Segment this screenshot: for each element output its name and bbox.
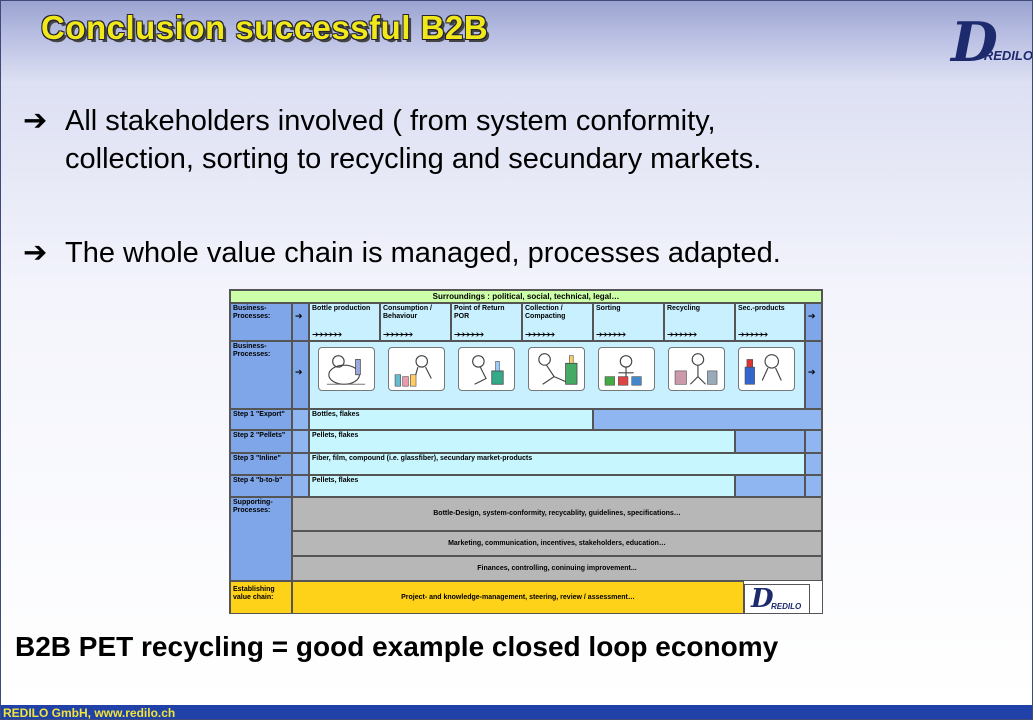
arrow-icon: ➔ xyxy=(295,312,303,322)
redilo-logo-mark: D xyxy=(951,10,998,74)
arrow-column-left: ➔ xyxy=(292,341,309,409)
value-chain-diagram: Surroundings : political, social, techni… xyxy=(229,289,823,614)
bottle-production-illustration-icon xyxy=(318,347,375,391)
step3-bar: Fiber, film, compound (i.e. glassfiber),… xyxy=(309,453,805,475)
chevron-arrows-icon: ➔➔➔➔➔➔ xyxy=(738,330,768,339)
process-label: Recycling xyxy=(667,305,701,312)
secondary-products-illustration-icon xyxy=(738,347,795,391)
arrow-icon: ➔ xyxy=(808,312,816,322)
conclusion-text: B2B PET recycling = good example closed … xyxy=(15,631,779,662)
title-bar: Conclusion successful B2B D REDILO xyxy=(1,1,1033,85)
surroundings-bar: Surroundings : political, social, techni… xyxy=(230,290,822,303)
supporting-bar-finances: Finances, controlling, coninuing improve… xyxy=(292,556,822,581)
process-illustrations xyxy=(309,341,805,409)
bullet-value-chain: ➔ The whole value chain is managed, proce… xyxy=(23,233,1023,272)
chevron-arrows-icon: ➔➔➔➔➔➔ xyxy=(667,330,697,339)
arrow-icon: ➔ xyxy=(808,368,816,378)
process-sec-products: Sec.-products ➔➔➔➔➔➔ xyxy=(735,303,805,341)
step-spacer xyxy=(805,430,822,453)
supporting-bar-design: Bottle-Design, system-conformity, recyca… xyxy=(292,497,822,531)
step-spacer xyxy=(292,430,309,453)
redilo-logo-mark: D xyxy=(751,584,774,614)
row-label-supporting: Supporting-Processes: xyxy=(230,497,292,581)
process-label: Point of Return POR xyxy=(454,305,505,320)
chevron-arrows-icon: ➔➔➔➔➔➔ xyxy=(525,330,555,339)
redilo-logo-text: REDILO xyxy=(983,48,1033,63)
step1-empty xyxy=(593,409,822,430)
chevron-arrows-icon: ➔➔➔➔➔➔ xyxy=(596,330,626,339)
process-collection: Collection / Compacting ➔➔➔➔➔➔ xyxy=(522,303,593,341)
process-sorting: Sorting ➔➔➔➔➔➔ xyxy=(593,303,664,341)
arrow-column-right: ➔ xyxy=(805,303,822,341)
row-label-step4: Step 4 "b-to-b" xyxy=(230,475,292,497)
row-label-business-processes: Business-Processes: xyxy=(230,303,292,341)
chevron-arrows-icon: ➔➔➔➔➔➔ xyxy=(312,330,342,339)
step2-bar: Pellets, flakes xyxy=(309,430,735,453)
bullet-line: The whole value chain is managed, proces… xyxy=(65,237,781,269)
process-point-of-return: Point of Return POR ➔➔➔➔➔➔ xyxy=(451,303,522,341)
step-spacer xyxy=(292,453,309,475)
process-recycling: Recycling ➔➔➔➔➔➔ xyxy=(664,303,735,341)
step4-bar: Pellets, flakes xyxy=(309,475,735,497)
arrow-column-left: ➔ xyxy=(292,303,309,341)
redilo-logo: D REDILO xyxy=(951,10,1033,74)
step1-bar: Bottles, flakes xyxy=(309,409,593,430)
process-label: Collection / Compacting xyxy=(525,305,566,320)
step-spacer xyxy=(805,453,822,475)
row-label-step3: Step 3 "Inline" xyxy=(230,453,292,475)
step-spacer xyxy=(292,409,309,430)
step2-empty xyxy=(735,430,805,453)
collection-illustration-icon xyxy=(528,347,585,391)
row-label-business-processes: Business-Processes: xyxy=(230,341,292,409)
process-label: Sorting xyxy=(596,305,621,312)
bullet-line: collection, sorting to recycling and sec… xyxy=(65,143,762,175)
process-label: Bottle production xyxy=(312,305,371,312)
slide-title: Conclusion successful B2B xyxy=(41,9,489,46)
supporting-bar-marketing: Marketing, communication, incentives, st… xyxy=(292,531,822,556)
diagram-redilo-logo: D REDILO xyxy=(744,584,810,614)
footer-text: REDILO GmbH, www.redilo.ch xyxy=(3,706,176,720)
chevron-arrows-icon: ➔➔➔➔➔➔ xyxy=(454,330,484,339)
arrow-column-right: ➔ xyxy=(805,341,822,409)
arrow-bullet-icon: ➔ xyxy=(23,235,48,269)
row-label-step2: Step 2 "Pellets" xyxy=(230,430,292,453)
process-label: Consumption / Behaviour xyxy=(383,305,432,320)
process-consumption: Consumption / Behaviour ➔➔➔➔➔➔ xyxy=(380,303,451,341)
step-spacer xyxy=(805,475,822,497)
point-of-return-illustration-icon xyxy=(458,347,515,391)
step-spacer xyxy=(292,475,309,497)
process-label: Sec.-products xyxy=(738,305,785,312)
arrow-bullet-icon: ➔ xyxy=(23,103,48,137)
bullet-line: All stakeholders involved ( from system … xyxy=(65,105,716,137)
process-bottle-production: Bottle production ➔➔➔➔➔➔ xyxy=(309,303,380,341)
row-label-step1: Step 1 "Export" xyxy=(230,409,292,430)
consumption-illustration-icon xyxy=(388,347,445,391)
arrow-icon: ➔ xyxy=(295,368,303,378)
row-label-establishing: Establishing value chain: xyxy=(230,581,292,614)
footer-bar: REDILO GmbH, www.redilo.ch xyxy=(1,705,1032,720)
chevron-arrows-icon: ➔➔➔➔➔➔ xyxy=(383,330,413,339)
redilo-logo-text: REDILO xyxy=(771,602,802,611)
establishing-bar: Project- and knowledge-management, steer… xyxy=(292,581,744,614)
step4-empty xyxy=(735,475,805,497)
sorting-illustration-icon xyxy=(598,347,655,391)
bullet-stakeholders: ➔ All stakeholders involved ( from system… xyxy=(23,101,1013,178)
recycling-illustration-icon xyxy=(668,347,725,391)
